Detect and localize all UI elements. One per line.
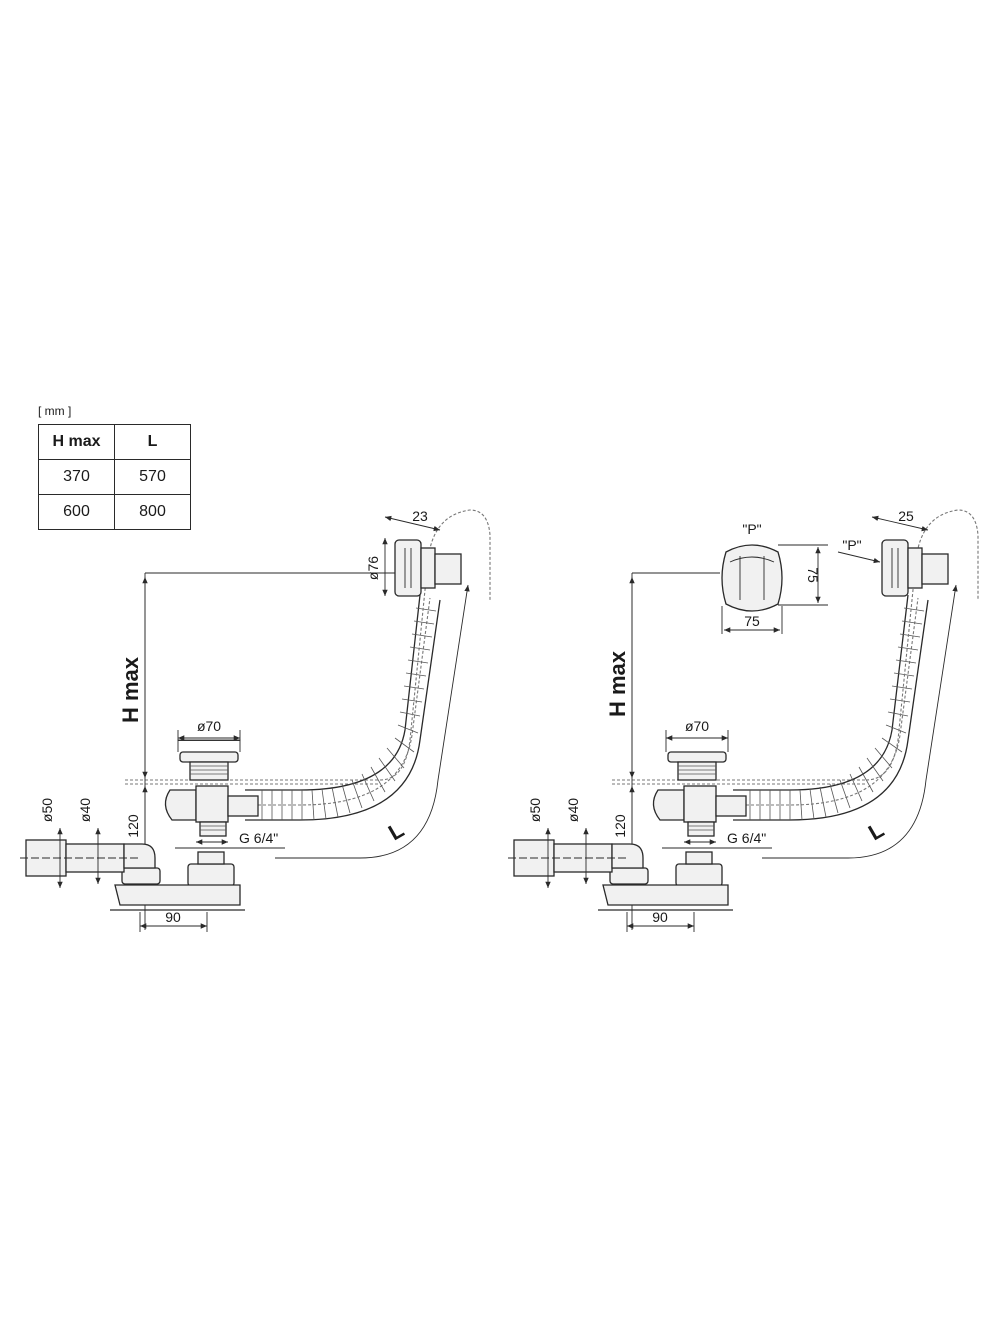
dim-23	[384, 515, 441, 532]
dimension-table: H max L 370 570 600 800	[38, 424, 191, 530]
dim-120-label: 120	[612, 814, 628, 838]
dim-90-label: 90	[165, 909, 181, 925]
dim-d70-label: ø70	[685, 718, 709, 734]
siphon-base	[602, 884, 729, 906]
dim-d50-label: ø50	[39, 798, 55, 822]
left-drawing: H max 120	[20, 508, 491, 932]
dim-d70-label: ø70	[197, 718, 221, 734]
dim-120-label: 120	[125, 814, 141, 838]
dim-90-label: 90	[652, 909, 668, 925]
table-header-row: H max L	[38, 424, 191, 460]
unit-label: [ mm ]	[38, 404, 72, 418]
h-max-label: H max	[605, 650, 630, 717]
l-dimension	[275, 584, 470, 859]
table-cell: 370	[38, 459, 115, 495]
dim-23-label: 23	[412, 508, 428, 524]
dim-25	[871, 515, 929, 532]
table-row: 600 800	[38, 494, 191, 530]
knob-p-label: "P"	[742, 521, 761, 537]
dim-d40-label: ø40	[565, 798, 581, 822]
dim-25-label: 25	[898, 508, 914, 524]
hose-corrugation	[261, 607, 437, 821]
knob-h-label: 75	[805, 567, 821, 583]
dim-d50-label: ø50	[527, 798, 543, 822]
table-cell: 570	[114, 459, 191, 495]
siphon-nut-left	[121, 867, 161, 885]
overflow-knob	[721, 544, 783, 612]
hose-corrugation	[749, 607, 925, 821]
bath-wall-outline	[379, 509, 491, 781]
overflow-hose-inner	[733, 594, 909, 791]
table-cell: 800	[114, 494, 191, 530]
l-dimension	[762, 584, 958, 859]
drain-body	[195, 785, 229, 823]
l-label: L	[864, 817, 888, 845]
drain-plug	[667, 751, 727, 763]
siphon-nut-right	[187, 863, 235, 887]
knob-w-label: 75	[744, 613, 760, 629]
table-row: 370 570	[38, 459, 191, 495]
h-max-label: H max	[118, 656, 143, 723]
thread-label: G 6/4"	[727, 830, 766, 846]
overflow-hose-outer	[245, 599, 441, 821]
dim-d40-label: ø40	[77, 798, 93, 822]
overflow-outlet-body	[394, 539, 422, 597]
drain-elbow	[652, 789, 685, 821]
overflow-hose-inner	[245, 594, 421, 791]
drain-plug	[179, 751, 239, 763]
bath-wall-outline	[865, 509, 979, 781]
dim-d76-label: ø76	[365, 556, 381, 580]
drain-body	[683, 785, 717, 823]
outlet-p-label: "P"	[842, 537, 861, 553]
table-cell: 600	[38, 494, 115, 530]
overflow-outlet-body	[881, 539, 909, 597]
right-drawing: H max 120 "P" 75 75	[508, 508, 979, 932]
outlet-p-pointer	[837, 551, 881, 564]
col-h-max: H max	[38, 424, 115, 460]
overflow-hose-outer	[733, 599, 929, 821]
drain-elbow	[164, 789, 197, 821]
siphon-base	[114, 884, 241, 906]
siphon-nut-left	[609, 867, 649, 885]
thread-label: G 6/4"	[239, 830, 278, 846]
l-label: L	[384, 817, 408, 845]
siphon-nut-right	[675, 863, 723, 887]
